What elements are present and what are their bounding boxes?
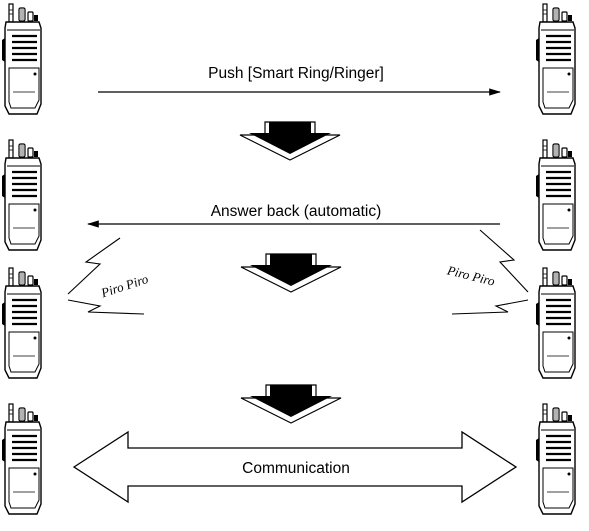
sound-label-right: Piro Piro	[445, 262, 497, 289]
handheld-radio-icon	[534, 266, 577, 380]
zigzag-signal-icon	[67, 299, 145, 315]
handheld-radio-icon	[0, 138, 43, 252]
handheld-radio-icon	[534, 138, 577, 252]
sound-label-left: Piro Piro	[98, 271, 150, 301]
zigzag-signal-icon	[451, 299, 529, 315]
down-arrow-icon	[239, 121, 341, 161]
step-1-label: Push [Smart Ring/Ringer]	[208, 65, 384, 82]
zigzag-signal-icon	[479, 229, 529, 293]
zigzag-signal-icon	[67, 237, 121, 295]
handheld-radio-icon	[0, 266, 43, 380]
handheld-radio-icon	[534, 2, 577, 116]
handheld-radio-icon	[0, 402, 43, 516]
down-arrow-icon	[240, 253, 342, 293]
step-3-label: Communication	[242, 460, 350, 477]
down-arrow-icon	[240, 384, 342, 424]
handheld-radio-icon	[534, 402, 577, 516]
handheld-radio-icon	[0, 2, 43, 116]
communication-double-arrow	[72, 430, 518, 504]
step-2-label: Answer back (automatic)	[211, 203, 382, 220]
